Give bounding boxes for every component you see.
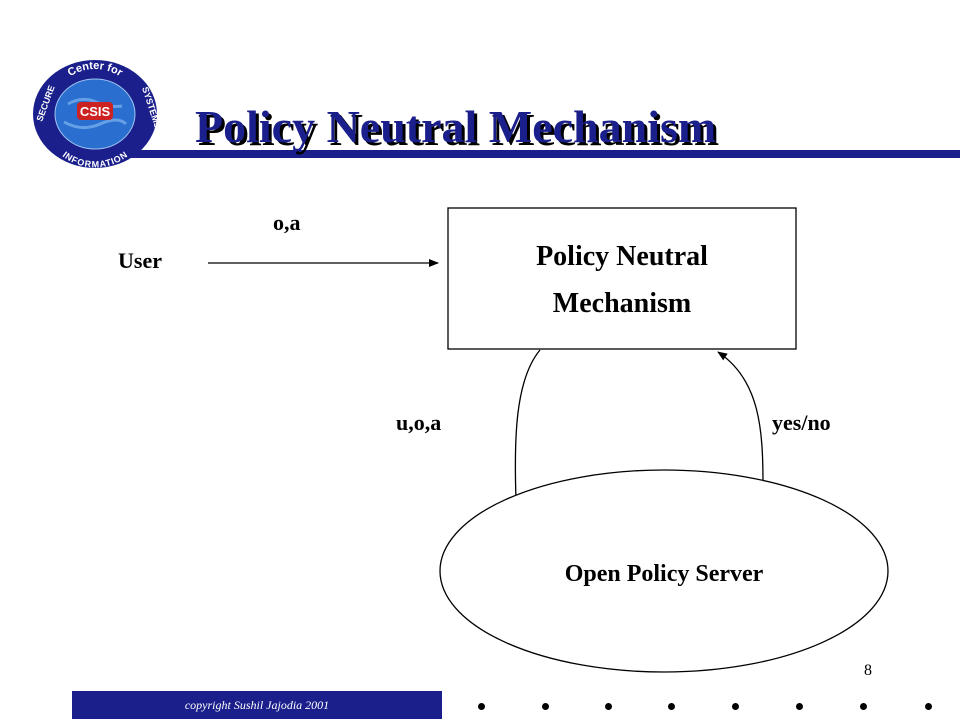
- mechanism-label-line1: Policy Neutral: [536, 241, 708, 272]
- decorative-dot: [542, 703, 549, 710]
- mechanism-box: [447, 207, 797, 350]
- copyright-footer: copyright Sushil Jajodia 2001: [72, 691, 442, 719]
- decorative-dot: [668, 703, 675, 710]
- logo-badge: [77, 102, 113, 120]
- decorative-dots: [470, 703, 950, 715]
- query-curve: [514, 349, 541, 501]
- response-curve-arrow: [717, 351, 764, 486]
- logo-center-text: CSIS: [80, 104, 111, 119]
- mechanism-label-line2: Mechanism: [553, 288, 691, 319]
- request-label: o,a: [273, 210, 301, 235]
- page-number: 8: [864, 662, 872, 679]
- slide-title: Policy Neutral Mechanism: [195, 101, 717, 152]
- query-label: u,o,a: [396, 410, 441, 435]
- decorative-dot: [925, 703, 932, 710]
- user-label: User: [118, 248, 162, 273]
- decorative-dot: [605, 703, 612, 710]
- decorative-dot: [478, 703, 485, 710]
- decorative-dot: [732, 703, 739, 710]
- logo-ring-top-text: Center for: [66, 60, 125, 79]
- header-rule: [115, 150, 960, 158]
- decorative-dot: [860, 703, 867, 710]
- csis-logo: CSIS Center for SECURE SYSTEMS INFORMATI…: [33, 60, 160, 169]
- response-label: yes/no: [772, 410, 831, 435]
- policy-server-ellipse: [439, 469, 889, 673]
- policy-server-label: Open Policy Server: [565, 561, 764, 587]
- decorative-dot: [796, 703, 803, 710]
